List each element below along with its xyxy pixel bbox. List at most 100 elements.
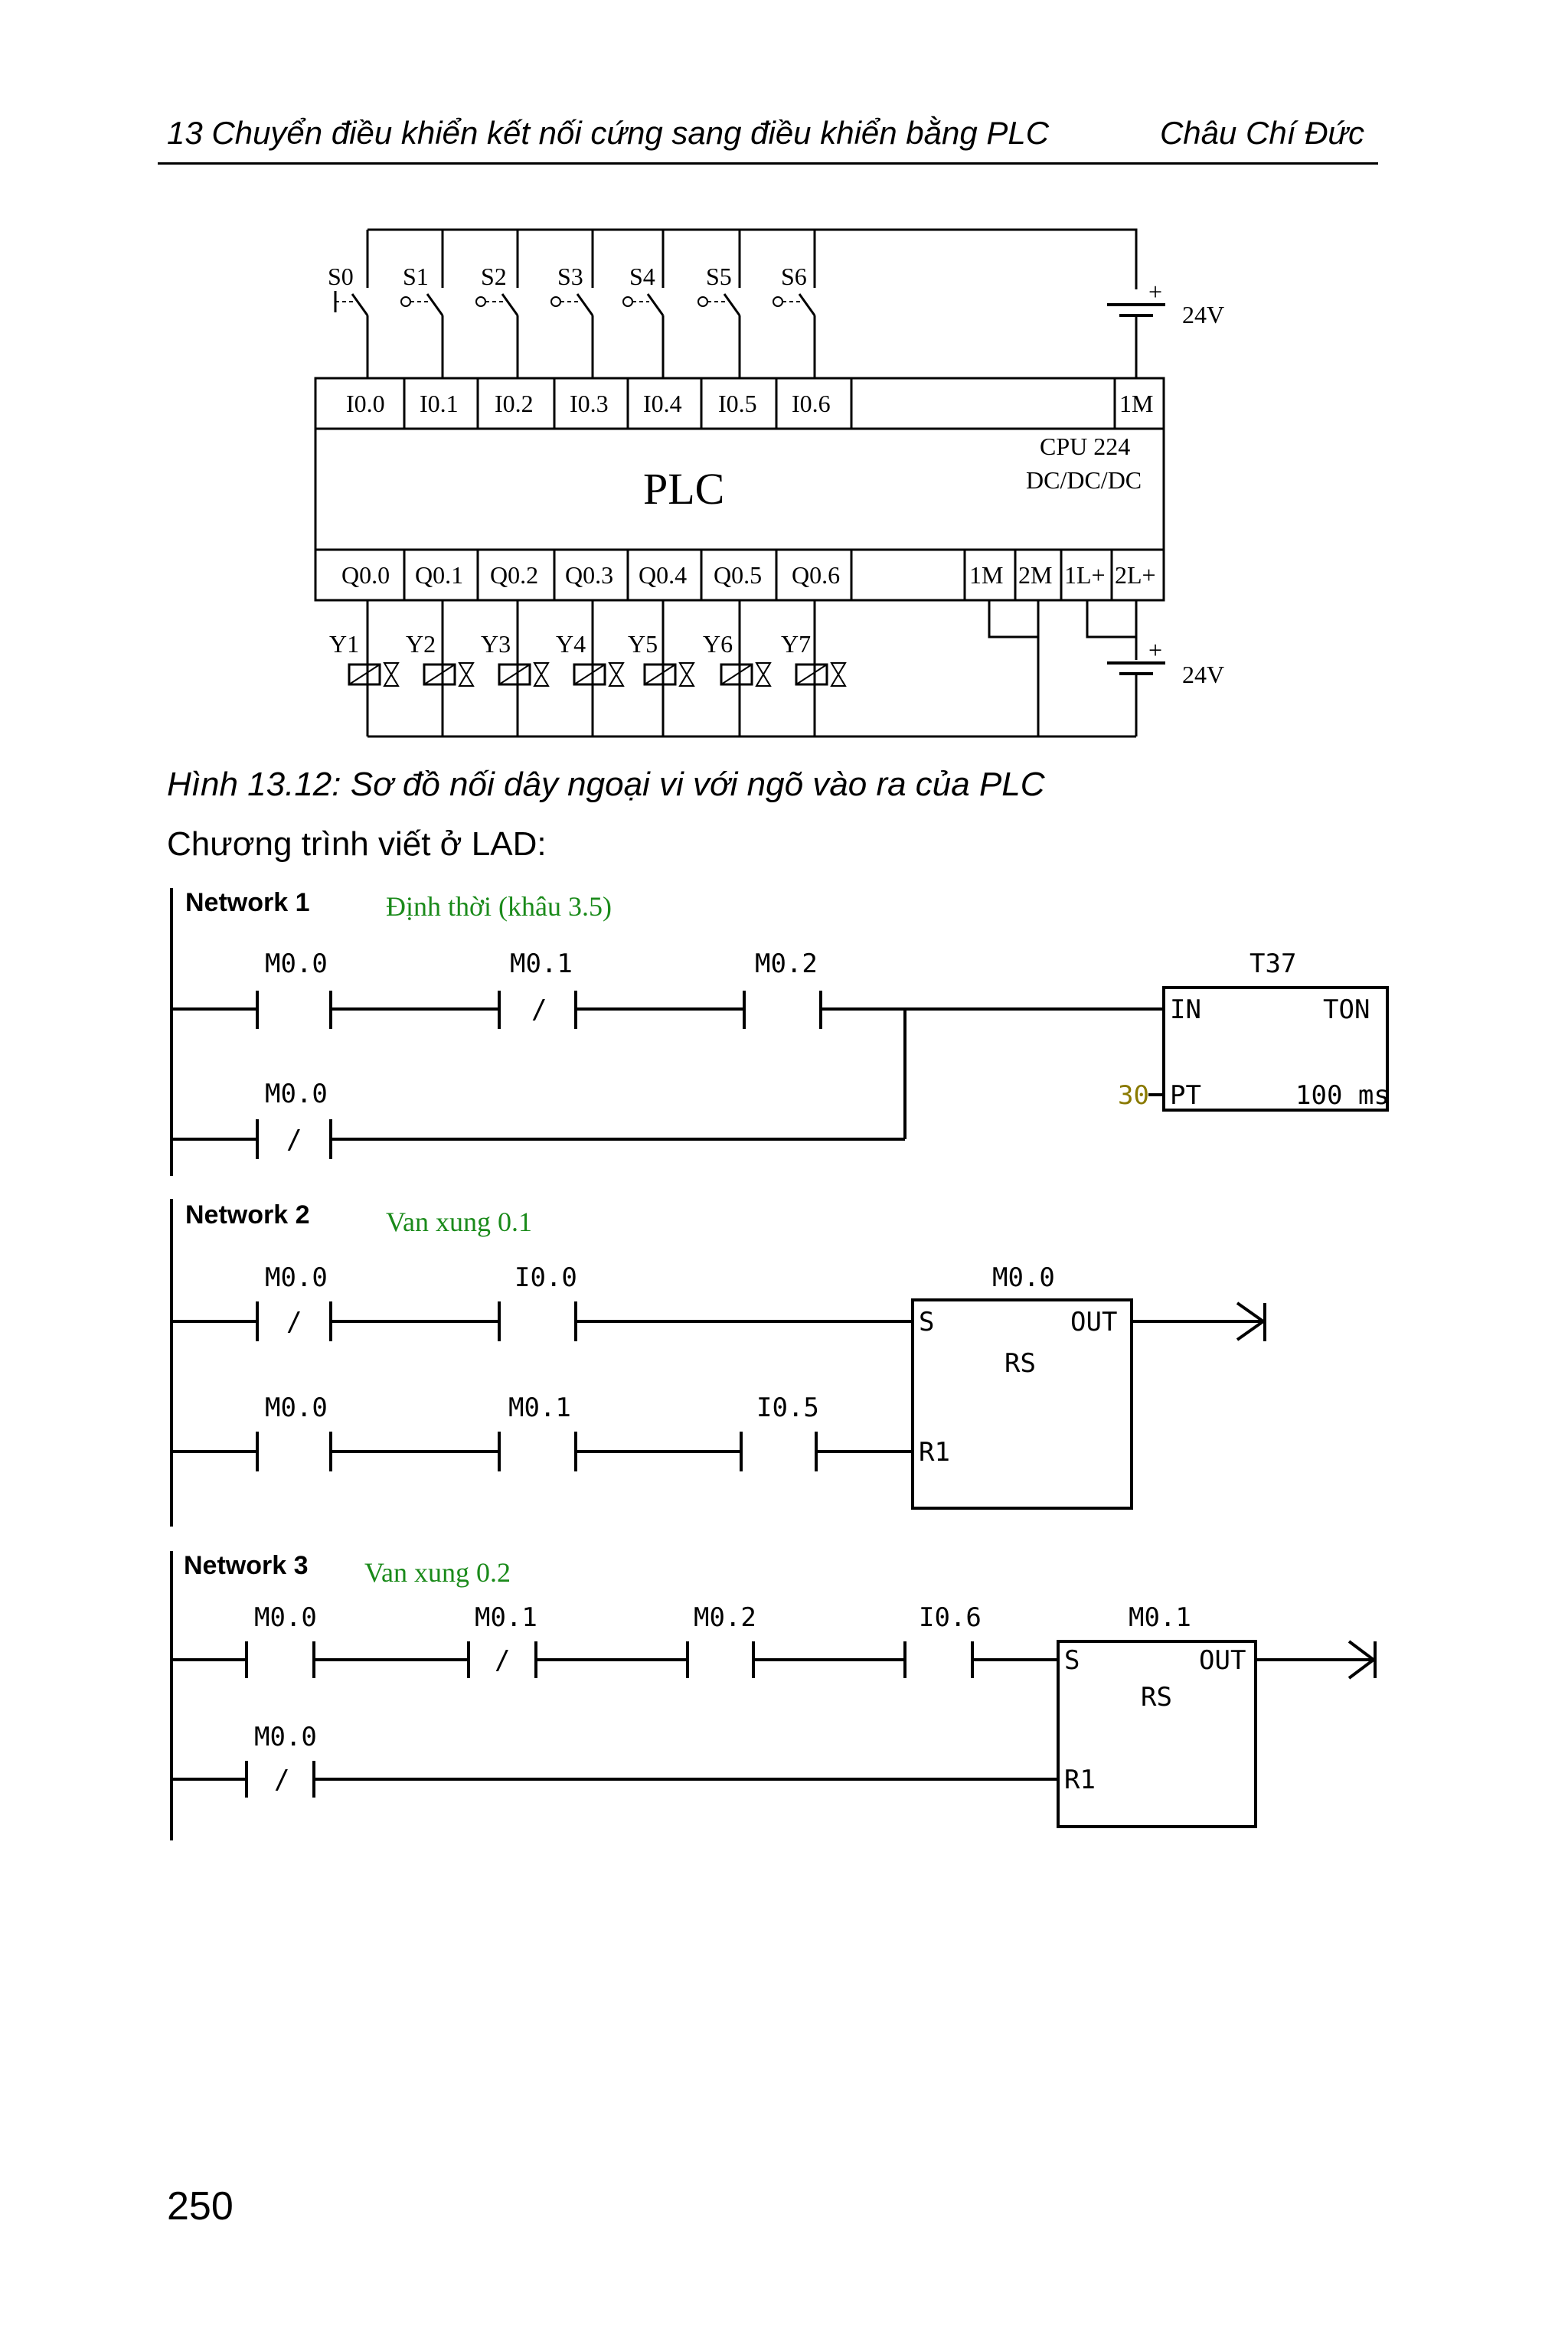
- rs-block: [1057, 1640, 1257, 1828]
- output-label: Q0.3: [565, 561, 613, 589]
- output-label: Q0.4: [639, 561, 687, 589]
- valve-label: Y5: [628, 630, 658, 658]
- contact-label: I0.5: [756, 1393, 819, 1423]
- output-label: Q0.2: [490, 561, 538, 589]
- switch-label: S2: [481, 263, 507, 290]
- valve-y4: Y4: [556, 600, 625, 736]
- contact-label: M0.0: [265, 1079, 328, 1109]
- output-common-label: 1L+: [1064, 561, 1106, 589]
- valve-y2: Y2: [406, 600, 475, 736]
- input-label: I0.4: [643, 390, 682, 417]
- contact-label: M0.0: [254, 1602, 317, 1633]
- common-1m-2m-wire: [988, 600, 1040, 638]
- block-r: R1: [1064, 1765, 1096, 1795]
- block-s: S: [1064, 1645, 1080, 1676]
- block-type: RS: [1004, 1348, 1036, 1379]
- plc-label: PLC: [643, 464, 724, 514]
- block-r: R1: [919, 1437, 950, 1468]
- block-out: OUT: [1199, 1645, 1246, 1676]
- output-label: Q0.1: [415, 561, 463, 589]
- cpu-type: DC/DC/DC: [1026, 466, 1142, 494]
- negation-mark: /: [286, 1307, 302, 1337]
- block-type: RS: [1141, 1682, 1172, 1713]
- switch-s6: S6: [773, 230, 816, 378]
- valve-y3: Y3: [481, 600, 550, 736]
- battery-top: + 24V: [1107, 278, 1224, 378]
- header-rule: [158, 162, 1378, 165]
- switch-s1: S1: [400, 230, 444, 378]
- switch-s0: S0: [328, 230, 369, 378]
- block-pt: PT: [1170, 1080, 1201, 1111]
- contact-label: M0.0: [254, 1722, 317, 1752]
- contact-label: M0.1: [510, 949, 573, 979]
- valve-label: Y4: [556, 630, 586, 658]
- switch-label: S6: [781, 263, 807, 290]
- network-1: Network 1 Định thời (khâu 3.5) M0.0 / M0…: [170, 888, 1390, 1176]
- input-label: I0.5: [718, 390, 757, 417]
- output-common-label: 2M: [1018, 561, 1052, 589]
- battery-bottom: + 24V: [1107, 636, 1224, 736]
- negation-mark: /: [495, 1645, 510, 1676]
- switch-label: S1: [403, 263, 429, 290]
- network-comment: Van xung 0.1: [386, 1207, 532, 1237]
- switch-label: S5: [706, 263, 732, 290]
- contact-label: M0.0: [265, 1262, 328, 1293]
- block-name: M0.0: [992, 1262, 1055, 1293]
- block-type: TON: [1323, 994, 1370, 1025]
- valve-y1: Y1: [329, 600, 400, 736]
- contact-label: I0.0: [514, 1262, 577, 1293]
- switch-label: S4: [629, 263, 655, 290]
- switch-s5: S5: [697, 230, 741, 378]
- supply-plus-wire: [1086, 600, 1138, 638]
- valve-label: Y1: [329, 630, 359, 658]
- output-label: Q0.6: [792, 561, 840, 589]
- contact-label: M0.0: [265, 949, 328, 979]
- valve-y5: Y5: [628, 600, 695, 736]
- pt-value: 30: [1118, 1080, 1149, 1111]
- input-label: I0.3: [570, 390, 609, 417]
- block-name: T37: [1250, 949, 1296, 979]
- network-title: Network 1: [185, 888, 310, 917]
- network-2: Network 2 Van xung 0.1 / M0.0 I0.0 M0.0 …: [170, 1199, 1266, 1527]
- figure-caption: Hình 13.12: Sơ đồ nối dây ngoại vi với n…: [167, 766, 1045, 803]
- lad-intro-text: Chương trình viết ở LAD:: [167, 825, 547, 863]
- switch-s2: S2: [475, 230, 519, 378]
- valve-label: Y3: [481, 630, 511, 658]
- rs-block: [911, 1298, 1133, 1510]
- block-name: M0.1: [1129, 1602, 1191, 1633]
- negation-mark: /: [274, 1765, 289, 1795]
- contact-label: M0.0: [265, 1393, 328, 1423]
- input-label: I0.0: [346, 390, 385, 417]
- negation-mark: /: [531, 994, 547, 1025]
- negation-mark: /: [286, 1125, 302, 1155]
- network-3: Network 3 Van xung 0.2 M0.0 / M0.1 M0.2 …: [170, 1551, 1377, 1840]
- cpu-model: CPU 224: [1040, 433, 1130, 460]
- valve-label: Y6: [703, 630, 733, 658]
- plus-sign-top: +: [1148, 278, 1162, 305]
- contact-label: I0.6: [919, 1602, 982, 1633]
- valve-label: Y7: [781, 630, 811, 658]
- author-header: Châu Chí Đức: [1159, 115, 1364, 151]
- plus-sign-bottom: +: [1148, 636, 1162, 664]
- contact-label: M0.2: [694, 1602, 756, 1633]
- network-title: Network 3: [184, 1551, 309, 1580]
- contact-label: M0.2: [755, 949, 818, 979]
- switch-label: S0: [328, 263, 354, 290]
- supply-label-top: 24V: [1182, 301, 1224, 328]
- network-title: Network 2: [185, 1200, 310, 1230]
- switch-s4: S4: [622, 230, 665, 378]
- input-common-label: 1M: [1119, 390, 1153, 417]
- input-label: I0.1: [420, 390, 459, 417]
- top-bus-wire: [368, 228, 1138, 289]
- contact-label: M0.1: [475, 1602, 537, 1633]
- block-in: IN: [1170, 994, 1201, 1025]
- valve-label: Y2: [406, 630, 436, 658]
- timer-block: [1162, 986, 1389, 1112]
- network-comment: Định thời (khâu 3.5): [386, 891, 612, 922]
- output-common-label: 2L+: [1115, 561, 1156, 589]
- input-label: I0.6: [792, 390, 831, 417]
- switch-label: S3: [557, 263, 583, 290]
- page-number: 250: [167, 2184, 234, 2229]
- block-base: 100 ms: [1295, 1080, 1390, 1111]
